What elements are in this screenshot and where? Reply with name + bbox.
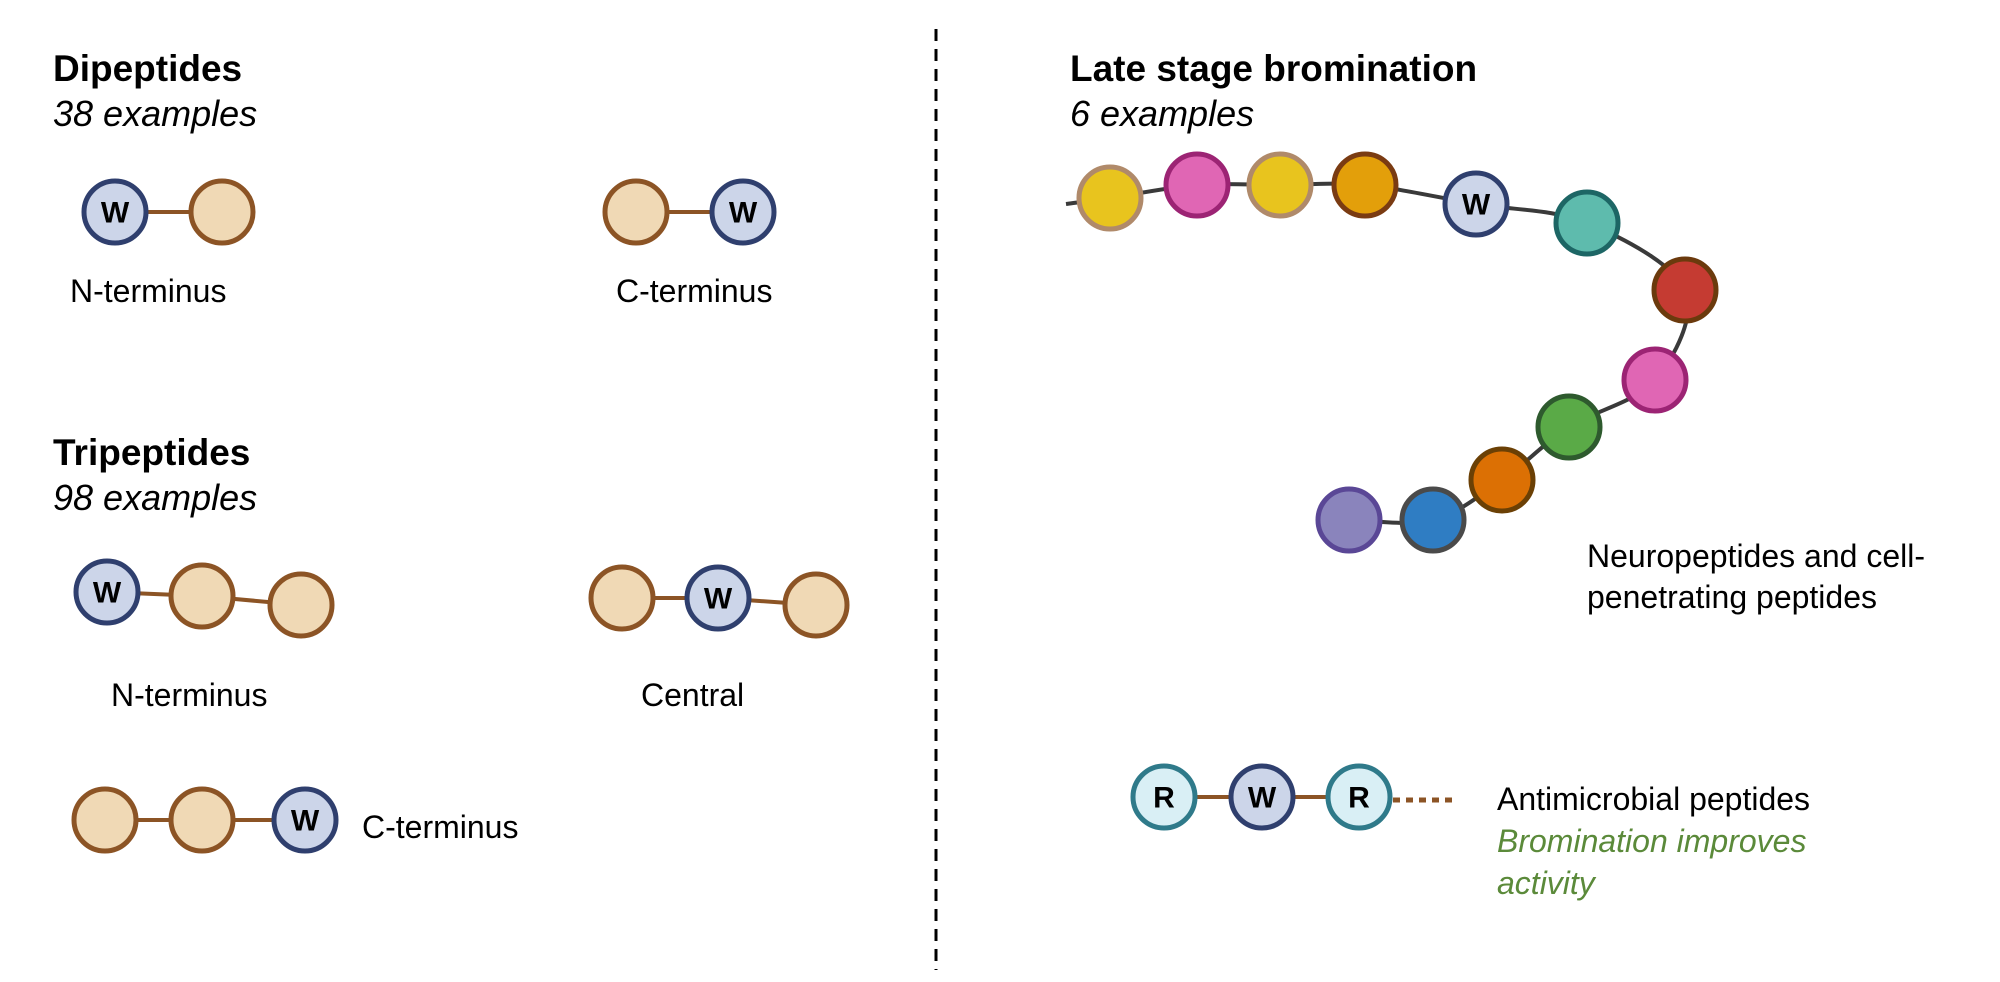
tryptophan-residue-letter: W: [729, 197, 758, 230]
arginine-residue-letter: R: [1348, 782, 1370, 815]
tryptophan-residue-letter: W: [93, 577, 122, 610]
tryptophan-residue-letter: W: [1248, 782, 1277, 815]
amino-acid-residue-circle: [1553, 189, 1621, 257]
antimicrobial-caption: Antimicrobial peptides: [1497, 781, 1810, 817]
tripeptides-title: Tripeptides: [53, 432, 250, 473]
amino-acid-residue: [1331, 151, 1399, 219]
tryptophan-residue: W: [271, 786, 339, 854]
dipeptide-n-terminus: W: [81, 178, 256, 246]
amino-acid-residue: [267, 571, 335, 639]
tryptophan-residue-circle: [271, 786, 339, 854]
bromination-title: Late stage bromination: [1070, 48, 1477, 89]
amino-acid-residue-circle: [188, 178, 256, 246]
tripeptide-central-label: Central: [641, 677, 744, 713]
dipeptide-n-terminus-label: N-terminus: [70, 273, 226, 309]
tryptophan-residue-circle: [1228, 763, 1296, 831]
amino-acid-residue-circle: [1315, 486, 1383, 554]
tryptophan-residue-circle: [684, 564, 752, 632]
amino-acid-residue: [168, 562, 236, 630]
tryptophan-residue: W: [1442, 170, 1510, 238]
long-chain-caption-line-2: penetrating peptides: [1587, 579, 1877, 615]
amino-acid-residue-circle: [588, 564, 656, 632]
dipeptides-title: Dipeptides: [53, 48, 242, 89]
amino-acid-residue-circle: [168, 562, 236, 630]
amino-acid-residue: [1553, 189, 1621, 257]
amino-acid-residue: [1651, 256, 1719, 324]
tryptophan-residue-circle: [81, 178, 149, 246]
tryptophan-residue: W: [684, 564, 752, 632]
amino-acid-residue: [71, 786, 139, 854]
amino-acid-residue: [782, 571, 850, 639]
amino-acid-residue: [1621, 346, 1689, 414]
arginine-residue-circle: [1130, 763, 1198, 831]
amino-acid-residue: [1246, 151, 1314, 219]
tryptophan-residue-letter: W: [291, 805, 320, 838]
tryptophan-residue: W: [1228, 763, 1296, 831]
tryptophan-residue-letter: W: [101, 197, 130, 230]
dipeptide-c-terminus: W: [602, 178, 777, 246]
amino-acid-residue: [1163, 151, 1231, 219]
dipeptide-c-terminus-label: C-terminus: [616, 273, 772, 309]
long-peptide-chain: W: [1076, 151, 1719, 554]
amino-acid-residue-circle: [1535, 393, 1603, 461]
amino-acid-residue-circle: [71, 786, 139, 854]
tryptophan-residue-circle: [1442, 170, 1510, 238]
tripeptides-count: 98 examples: [53, 477, 257, 518]
amino-acid-residue-circle: [782, 571, 850, 639]
tryptophan-residue: W: [73, 558, 141, 626]
amino-acid-residue: [588, 564, 656, 632]
amino-acid-residue: [602, 178, 670, 246]
amino-acid-residue: [1468, 446, 1536, 514]
tripeptide-c-terminus: W: [71, 786, 339, 854]
amino-acid-residue-circle: [1621, 346, 1689, 414]
bromination-count: 6 examples: [1070, 93, 1254, 134]
dipeptides-count: 38 examples: [53, 93, 257, 134]
tripeptide-n-terminus-label: N-terminus: [111, 677, 267, 713]
amino-acid-residue: [1076, 164, 1144, 232]
tripeptide-central: W: [588, 564, 850, 639]
amino-acid-residue-circle: [1163, 151, 1231, 219]
tripeptide-c-terminus-label: C-terminus: [362, 809, 518, 845]
arginine-residue-letter: R: [1153, 782, 1175, 815]
amino-acid-residue: [1315, 486, 1383, 554]
bromination-benefit-line-2: activity: [1497, 865, 1597, 901]
arginine-residue: R: [1325, 763, 1393, 831]
amino-acid-residue-circle: [1331, 151, 1399, 219]
amino-acid-residue-circle: [1399, 486, 1467, 554]
amino-acid-residue-circle: [1246, 151, 1314, 219]
amino-acid-residue-circle: [1468, 446, 1536, 514]
tryptophan-residue-circle: [709, 178, 777, 246]
arginine-residue: R: [1130, 763, 1198, 831]
amino-acid-residue: [188, 178, 256, 246]
bromination-benefit-line-1: Bromination improves: [1497, 823, 1806, 859]
amino-acid-residue-circle: [267, 571, 335, 639]
long-chain-caption-line-1: Neuropeptides and cell-: [1587, 538, 1925, 574]
tryptophan-residue: W: [81, 178, 149, 246]
arginine-residue-circle: [1325, 763, 1393, 831]
amino-acid-residue-circle: [602, 178, 670, 246]
tryptophan-residue-circle: [73, 558, 141, 626]
tryptophan-residue-letter: W: [1462, 189, 1491, 222]
amino-acid-residue-circle: [1076, 164, 1144, 232]
amino-acid-residue-circle: [1651, 256, 1719, 324]
tryptophan-residue: W: [709, 178, 777, 246]
amino-acid-residue-circle: [168, 786, 236, 854]
tripeptide-n-terminus: W: [73, 558, 335, 639]
amino-acid-residue: [1399, 486, 1467, 554]
amino-acid-residue: [168, 786, 236, 854]
tryptophan-residue-letter: W: [704, 583, 733, 616]
amino-acid-residue: [1535, 393, 1603, 461]
